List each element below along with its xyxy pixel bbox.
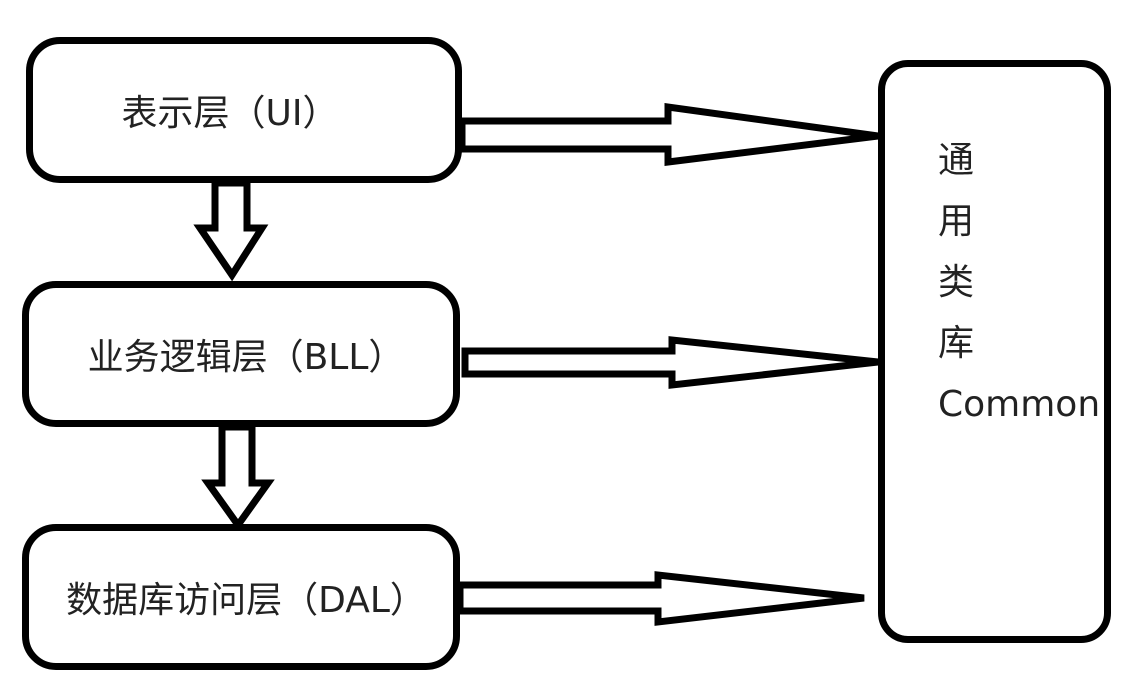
common-library-char: 类: [938, 262, 975, 303]
bll-to-common-arrow: [461, 336, 879, 389]
dal-to-common-arrow: [456, 571, 865, 626]
common-library-char: 通: [938, 140, 975, 181]
ui-to-common-arrow: [458, 102, 879, 166]
data-access-layer-box: 数据库访问层（DAL）: [22, 524, 460, 670]
ui-to-bll-arrow: [193, 179, 269, 282]
common-library-box: [878, 60, 1111, 643]
bll-to-dal-arrow: [201, 423, 275, 532]
common-library-label: 通 用 类 库 Common: [938, 130, 1100, 435]
presentation-layer-box: 表示层（UI）: [26, 37, 462, 183]
presentation-layer-label: 表示层（UI）: [121, 93, 339, 134]
business-logic-layer-label: 业务逻辑层（BLL）: [87, 337, 405, 378]
common-library-char: 用: [938, 201, 975, 242]
business-logic-layer-box: 业务逻辑层（BLL）: [22, 281, 460, 427]
common-library-char: 库: [938, 323, 975, 364]
data-access-layer-label: 数据库访问层（DAL）: [66, 580, 426, 621]
common-library-name: Common: [938, 384, 1101, 425]
